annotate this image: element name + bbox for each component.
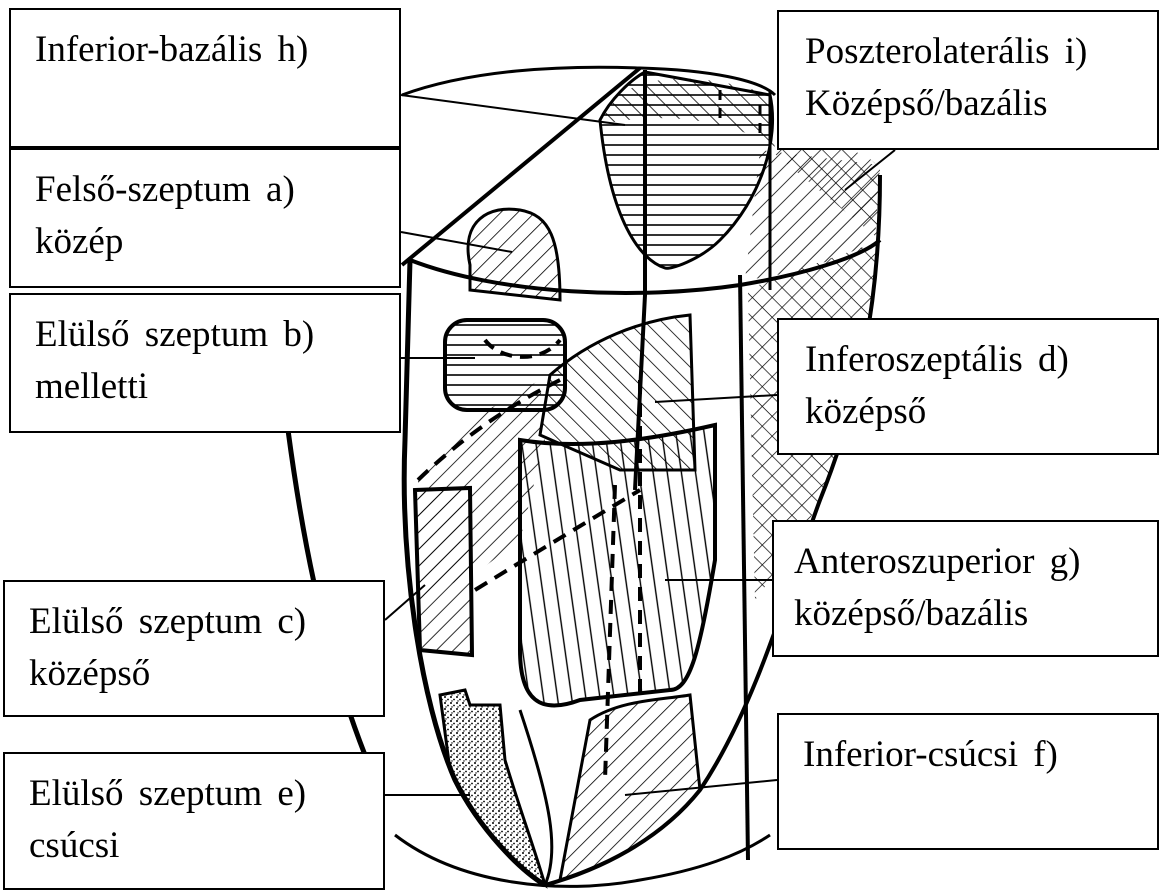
label-g-line2: középső/bazális xyxy=(794,588,1157,640)
label-b-line1: Elülső szeptum b) xyxy=(35,309,399,361)
label-inferior-basal-h: Inferior-bazális h) xyxy=(9,8,401,148)
label-a-line2: közép xyxy=(35,216,399,268)
label-g-line1: Anteroszuperior g) xyxy=(794,536,1157,588)
label-a-line1: Felső-szeptum a) xyxy=(35,164,399,216)
segment-c-region xyxy=(415,488,472,655)
label-upper-septum-a: Felső-szeptum a) közép xyxy=(9,148,401,288)
segment-g-region xyxy=(520,425,715,706)
label-e-line1: Elülső szeptum e) xyxy=(29,768,383,820)
label-anterosuperior-g: Anteroszuperior g) középső/bazális xyxy=(772,520,1159,657)
label-anterior-septum-e: Elülső szeptum e) csúcsi xyxy=(3,752,385,890)
label-b-line2: melletti xyxy=(35,361,399,413)
label-i-line2: Középső/bazális xyxy=(805,78,1157,130)
segment-a-region xyxy=(468,209,560,300)
segment-f-region xyxy=(560,695,700,880)
label-inferior-apical-f: Inferior-csúcsi f) xyxy=(777,713,1159,850)
label-d-line1: Inferoszeptális d) xyxy=(805,334,1157,386)
label-e-line2: csúcsi xyxy=(29,820,383,872)
label-anterior-septum-c: Elülső szeptum c) középső xyxy=(3,580,385,717)
label-i-line1: Poszterolaterális i) xyxy=(805,26,1157,78)
label-posterolateral-i: Poszterolaterális i) Középső/bazális xyxy=(777,10,1159,150)
label-d-line2: középső xyxy=(805,386,1157,438)
label-anterior-septum-b: Elülső szeptum b) melletti xyxy=(9,293,401,433)
label-c-line2: középső xyxy=(29,648,383,700)
label-f-line1: Inferior-csúcsi f) xyxy=(803,729,1157,781)
label-c-line1: Elülső szeptum c) xyxy=(29,596,383,648)
segment-e-region xyxy=(440,690,545,885)
label-h-line1: Inferior-bazális h) xyxy=(35,24,399,76)
right-vertical-line xyxy=(740,275,748,860)
label-inferoseptal-d: Inferoszeptális d) középső xyxy=(777,318,1159,455)
